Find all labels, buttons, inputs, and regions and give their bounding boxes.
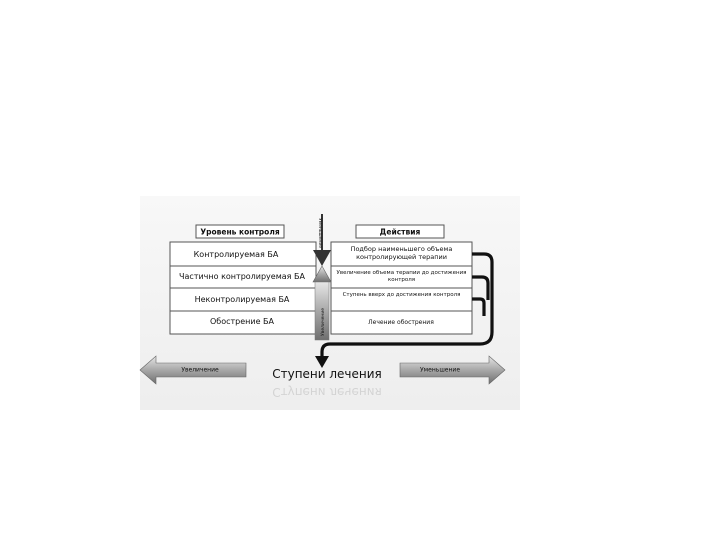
right-arrow-label: Уменьшение — [420, 367, 460, 374]
treatment-steps-title: Ступени лечения — [272, 367, 382, 381]
connector-line — [320, 252, 494, 358]
control-level-row: Контролируемая БА — [194, 250, 279, 259]
left-arrow-icon — [139, 355, 247, 385]
actions-row-box: Ступень вверх до достижения контроля — [342, 292, 461, 298]
up-arrow-label: Увеличение — [320, 308, 326, 336]
down-arrow-label: Уменьшение — [317, 218, 323, 248]
control-level-header: Уровень контроля — [200, 228, 279, 237]
center-arrows: Уменьшение Увеличение — [312, 214, 332, 341]
actions-row: Увеличение объема терапии до достижения … — [336, 270, 467, 283]
actions-row-box: Подбор наименьшего объема контролирующей… — [350, 245, 453, 261]
actions-header: Действия — [380, 228, 421, 237]
actions-row-box: Увеличение объема терапии до достижения … — [336, 270, 467, 283]
control-level-row: Частично контролируемая БА — [179, 272, 305, 281]
actions-header-tab — [355, 224, 445, 239]
down-pointer-icon — [315, 356, 329, 368]
right-arrow-icon — [399, 355, 506, 385]
down-arrow-icon — [313, 250, 331, 266]
control-level-header-tab — [195, 224, 285, 239]
actions-row: Подбор наименьшего объема контролирующей… — [350, 245, 453, 261]
feedback-connectors — [320, 252, 494, 358]
connector-line — [472, 297, 486, 316]
actions-row: Лечение обострения — [368, 319, 434, 326]
up-arrow-shaft — [314, 281, 330, 341]
control-level-row: Обострение БА — [210, 317, 275, 326]
treatment-steps-title-reflection: Ступени лечения — [272, 385, 382, 399]
left-arrow-label: Увеличение — [181, 367, 219, 374]
actions-column: Действия Подбор наименьшего объема контр… — [315, 224, 494, 368]
treatment-steps: Увеличение Уменьшение Ступени лечения Ст… — [139, 355, 506, 399]
connector-line — [472, 275, 490, 300]
control-level-column: Уровень контроля Контролируемая БА Части… — [169, 224, 317, 335]
actions-row: Ступень вверх до достижения контроля — [342, 292, 461, 298]
control-level-row: Неконтролируемая БА — [195, 295, 290, 304]
